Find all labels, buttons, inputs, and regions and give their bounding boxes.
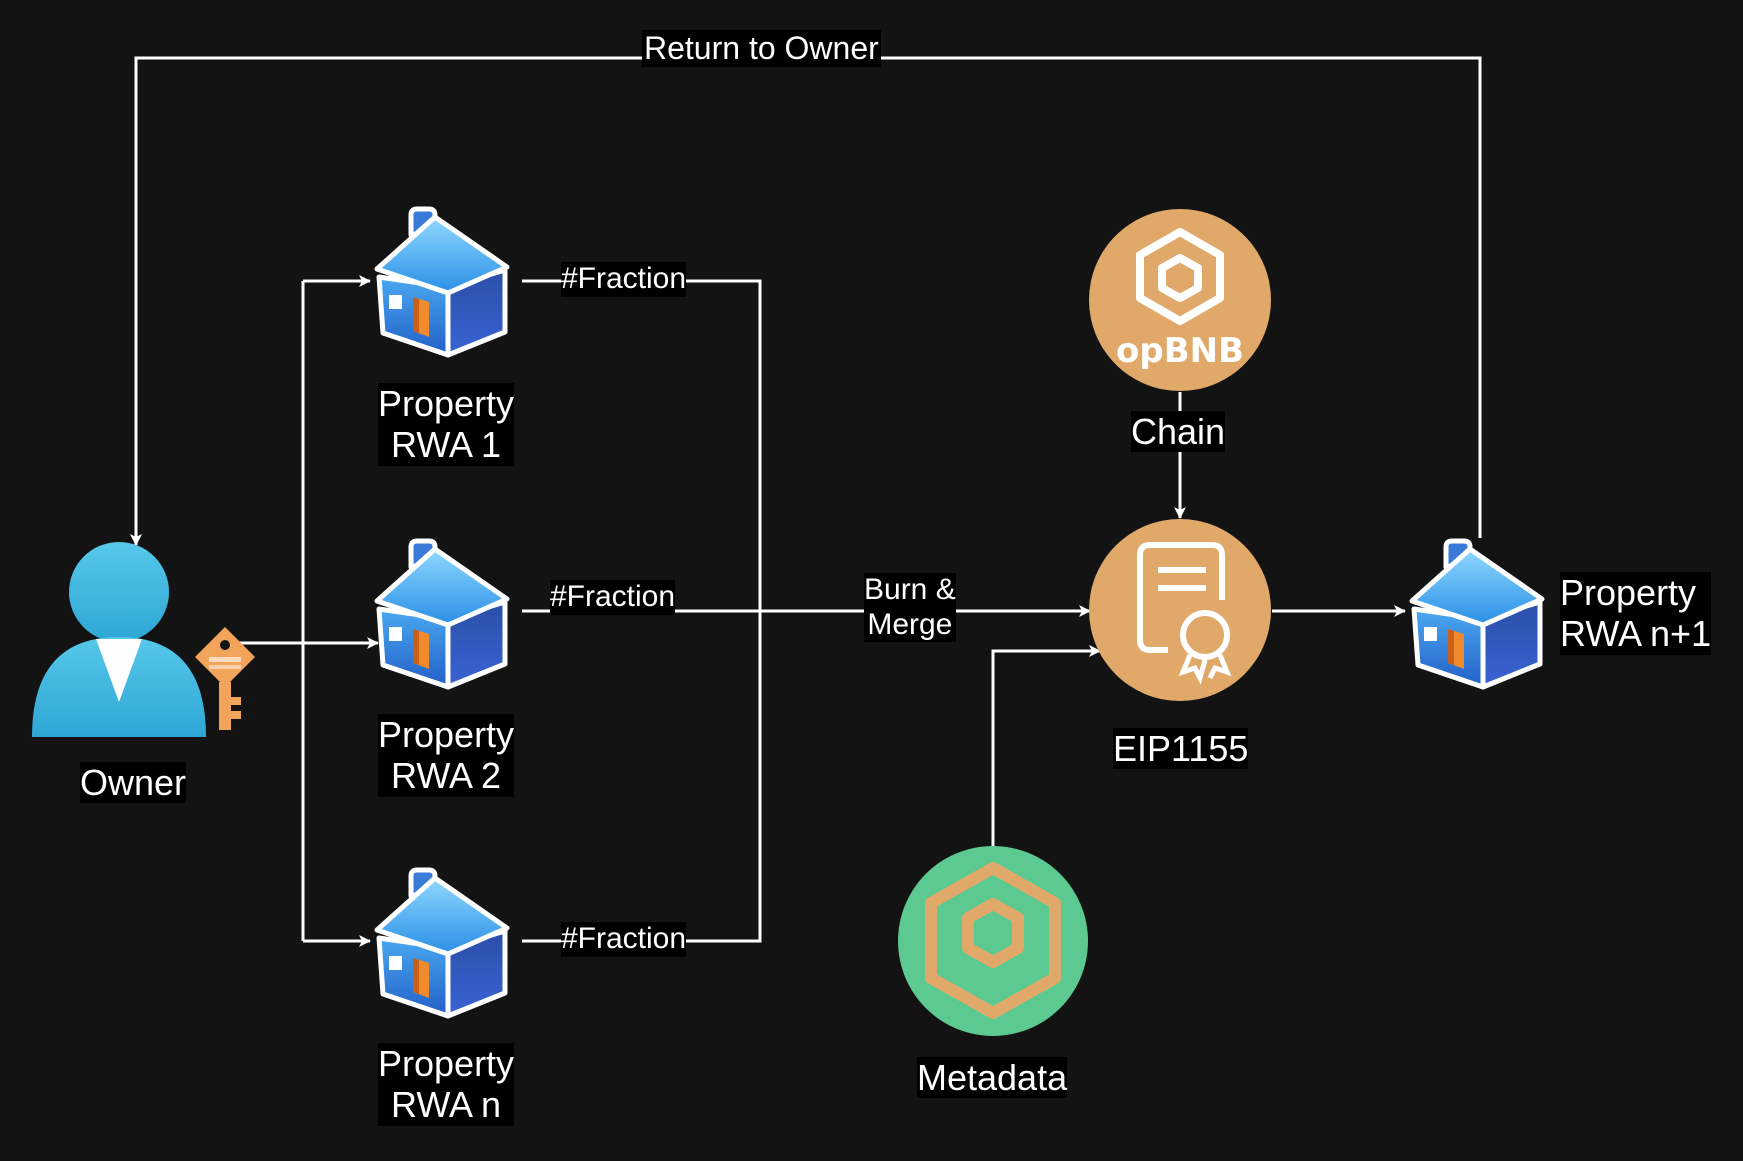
user-key-icon bbox=[32, 542, 255, 737]
node-label-metadata: Metadata bbox=[917, 1057, 1068, 1099]
edge-label-fraction-n: #Fraction bbox=[561, 922, 687, 957]
node-label-property-2: Property RWA 2 bbox=[378, 714, 515, 797]
property-2-line-1: Property bbox=[378, 714, 515, 755]
edge-return-to-owner bbox=[130, 56, 1482, 546]
house-icon bbox=[377, 870, 507, 1016]
node-label-property-n1: Property RWA n+1 bbox=[1560, 572, 1712, 655]
node-label-owner: Owner bbox=[80, 762, 187, 804]
edge-metadata-to-eip1155 bbox=[991, 645, 1101, 846]
opbnb-logo-icon: opBNB bbox=[1089, 209, 1271, 391]
property-n1-line-2: RWA n+1 bbox=[1560, 613, 1712, 655]
property-n-line-1: Property bbox=[378, 1043, 515, 1084]
opbnb-logo-text: opBNB bbox=[1116, 331, 1244, 371]
certificate-icon bbox=[1089, 519, 1271, 701]
burn-merge-line-1: Burn & bbox=[864, 573, 956, 606]
node-label-property-1: Property RWA 1 bbox=[378, 383, 515, 466]
node-label-property-n: Property RWA n bbox=[378, 1043, 515, 1126]
node-label-eip1155: EIP1155 bbox=[1113, 728, 1249, 770]
property-2-line-2: RWA 2 bbox=[391, 755, 502, 797]
edge-label-fraction-1: #Fraction bbox=[561, 262, 687, 297]
edge-label-burn-merge: Burn & Merge bbox=[864, 573, 956, 642]
house-icon bbox=[377, 209, 507, 355]
edge-label-chain: Chain bbox=[1131, 411, 1226, 453]
house-icon bbox=[1412, 541, 1542, 687]
property-1-line-2: RWA 1 bbox=[391, 424, 502, 466]
edge-label-fraction-2: #Fraction bbox=[550, 580, 676, 615]
edges bbox=[130, 56, 1482, 947]
burn-merge-line-2: Merge bbox=[867, 607, 953, 641]
property-1-line-1: Property bbox=[378, 383, 515, 424]
edge-label-return-to-owner: Return to Owner bbox=[642, 30, 881, 67]
property-n-line-2: RWA n bbox=[391, 1084, 502, 1126]
house-icon bbox=[377, 541, 507, 687]
bnb-cube-icon bbox=[898, 846, 1088, 1036]
property-n1-line-1: Property bbox=[1560, 572, 1697, 613]
